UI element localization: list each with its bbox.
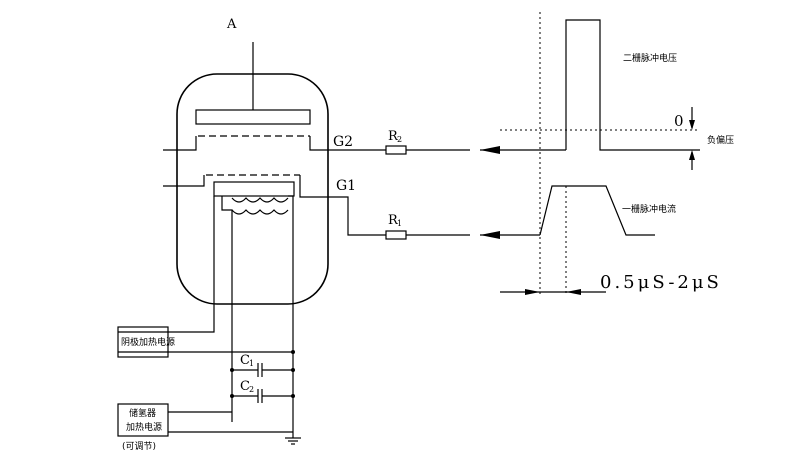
pulse-current-label: 一栅脉冲电流	[622, 203, 676, 215]
time-range-label: 0.5μS-2μS	[600, 272, 722, 293]
label-c2: C	[240, 379, 250, 394]
reservoir-label-line2: 加热电源	[126, 421, 162, 433]
g1-input-arrowhead	[480, 231, 500, 239]
label-r2-sub: 2	[397, 135, 402, 144]
adjustable-label: (可调节)	[122, 441, 156, 452]
pulse-voltage-label: 二栅脉冲电压	[623, 52, 677, 64]
junction-dot	[291, 394, 295, 398]
g2-grid-right-lead	[309, 136, 386, 151]
zero-label: 0	[674, 112, 684, 130]
zero-arrowhead	[689, 120, 695, 130]
anode-plate	[195, 109, 311, 125]
heater-right-lead	[288, 195, 294, 438]
neg-bias-label: 负偏压	[707, 134, 734, 146]
label-r1: R	[388, 213, 399, 228]
time-dim-arrowhead-left	[525, 289, 540, 295]
cathode-inner-lead	[221, 196, 233, 422]
cathode-box	[213, 181, 295, 197]
junction-dot	[291, 368, 295, 372]
g2-input-arrowhead	[480, 146, 500, 154]
neg-bias-arrowhead	[689, 150, 695, 160]
label-g2: G2	[333, 134, 353, 150]
label-anode: A	[226, 17, 237, 32]
heater-coil-upper	[231, 197, 289, 203]
g1-grid-left-lead	[163, 175, 205, 187]
cathode-left-lead	[118, 196, 215, 333]
junction-dot	[230, 368, 234, 372]
label-r1-sub: 1	[397, 219, 402, 228]
heater-coil-lower	[231, 209, 289, 215]
g2-grid-left-lead	[163, 136, 197, 151]
junction-dot	[230, 394, 234, 398]
reservoir-label-line1: 储氢器	[129, 407, 156, 419]
label-g1: G1	[336, 178, 356, 194]
resistor-r2	[385, 145, 407, 155]
label-r2: R	[388, 129, 399, 144]
label-c1-sub: 1	[249, 359, 254, 368]
reservoir-heater-supply-box	[117, 403, 169, 437]
label-c1: C	[240, 353, 250, 368]
cathode-heater-supply-box	[117, 326, 169, 358]
time-dim-arrowhead-right	[566, 289, 581, 295]
g2-pulse-waveform	[565, 19, 655, 151]
junction-dot	[291, 350, 295, 354]
resistor-r1	[385, 230, 407, 240]
g1-grid-right-lead	[299, 175, 386, 236]
cathode-heater-supply-label: 阴极加热电源	[121, 336, 175, 348]
label-c2-sub: 2	[249, 385, 254, 394]
g1-pulse-waveform	[539, 185, 655, 236]
